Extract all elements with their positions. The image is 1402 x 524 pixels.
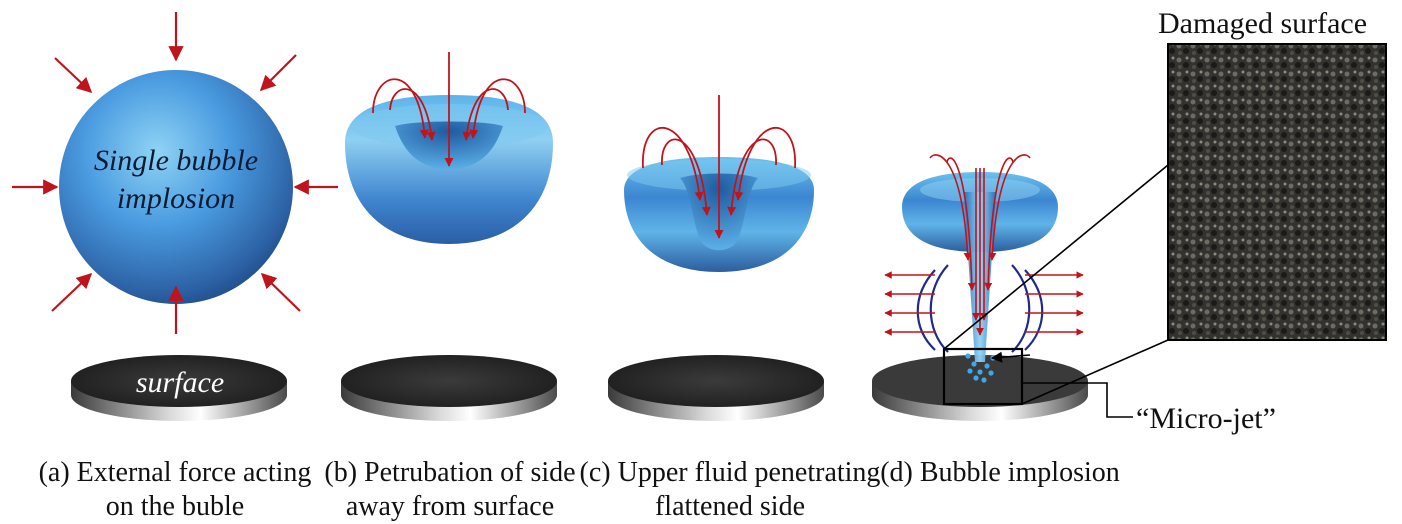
- micro-jet-leader: [1022, 382, 1133, 418]
- panel-d: “Micro-jet” Damaged surface: [872, 7, 1387, 435]
- surface-disc-a: [71, 355, 287, 421]
- jet-pointer: [990, 351, 1031, 363]
- panel-c: [608, 95, 824, 421]
- caption-c: (c) Upper fluid penetrating flattened si…: [565, 456, 895, 524]
- caption-a-line2: on the buble: [105, 491, 245, 522]
- zoom-line-top: [943, 164, 1169, 350]
- micro-jet-label: “Micro-jet”: [1136, 402, 1276, 435]
- surface-disc-b: [341, 355, 557, 421]
- bubble-sphere: [59, 70, 293, 304]
- caption-d: (d) Bubble implosion: [880, 456, 1120, 490]
- flow-arrows-b: [372, 52, 526, 167]
- caption-d-line1: (d) Bubble implosion: [880, 457, 1120, 488]
- caption-b-line2: away from surface: [345, 491, 555, 522]
- caption-c-line2: flattened side: [654, 491, 806, 522]
- caption-b: (b) Petrubation of side away from surfac…: [305, 456, 595, 524]
- pressure-wave-arrows: [884, 271, 1084, 336]
- caption-b-line1: (b) Petrubation of side: [324, 457, 576, 488]
- damaged-surface-image: [1167, 43, 1387, 341]
- zoom-box: [942, 347, 1024, 406]
- force-arrow-bottom-left: [51, 272, 93, 312]
- caption-c-line1: (c) Upper fluid penetrating: [579, 457, 881, 488]
- force-arrow-top-right: [259, 54, 297, 92]
- flow-arrows-d: [929, 154, 1031, 336]
- caption-a: (a) External force acting on the buble: [10, 456, 340, 524]
- flow-arrows-c: [642, 95, 796, 239]
- panel-b: [341, 52, 557, 421]
- zoom-line-bottom: [1021, 339, 1169, 405]
- force-arrow-bottom-right: [260, 272, 301, 312]
- force-arrow-top-left: [54, 57, 93, 94]
- surface-disc-d: [872, 355, 1088, 421]
- caption-a-line1: (a) External force acting: [38, 457, 312, 488]
- bubble-label-line1: Single bubble: [94, 144, 258, 177]
- surface-label: surface: [136, 366, 224, 399]
- shockwave-arcs: [916, 264, 1044, 353]
- damaged-surface-label: Damaged surface: [1158, 7, 1367, 40]
- panel-a: Single bubble implosion surface: [12, 12, 338, 421]
- bubble-label-line2: implosion: [117, 182, 235, 215]
- surface-disc-c: [608, 355, 824, 421]
- external-force-arrows: [12, 12, 338, 334]
